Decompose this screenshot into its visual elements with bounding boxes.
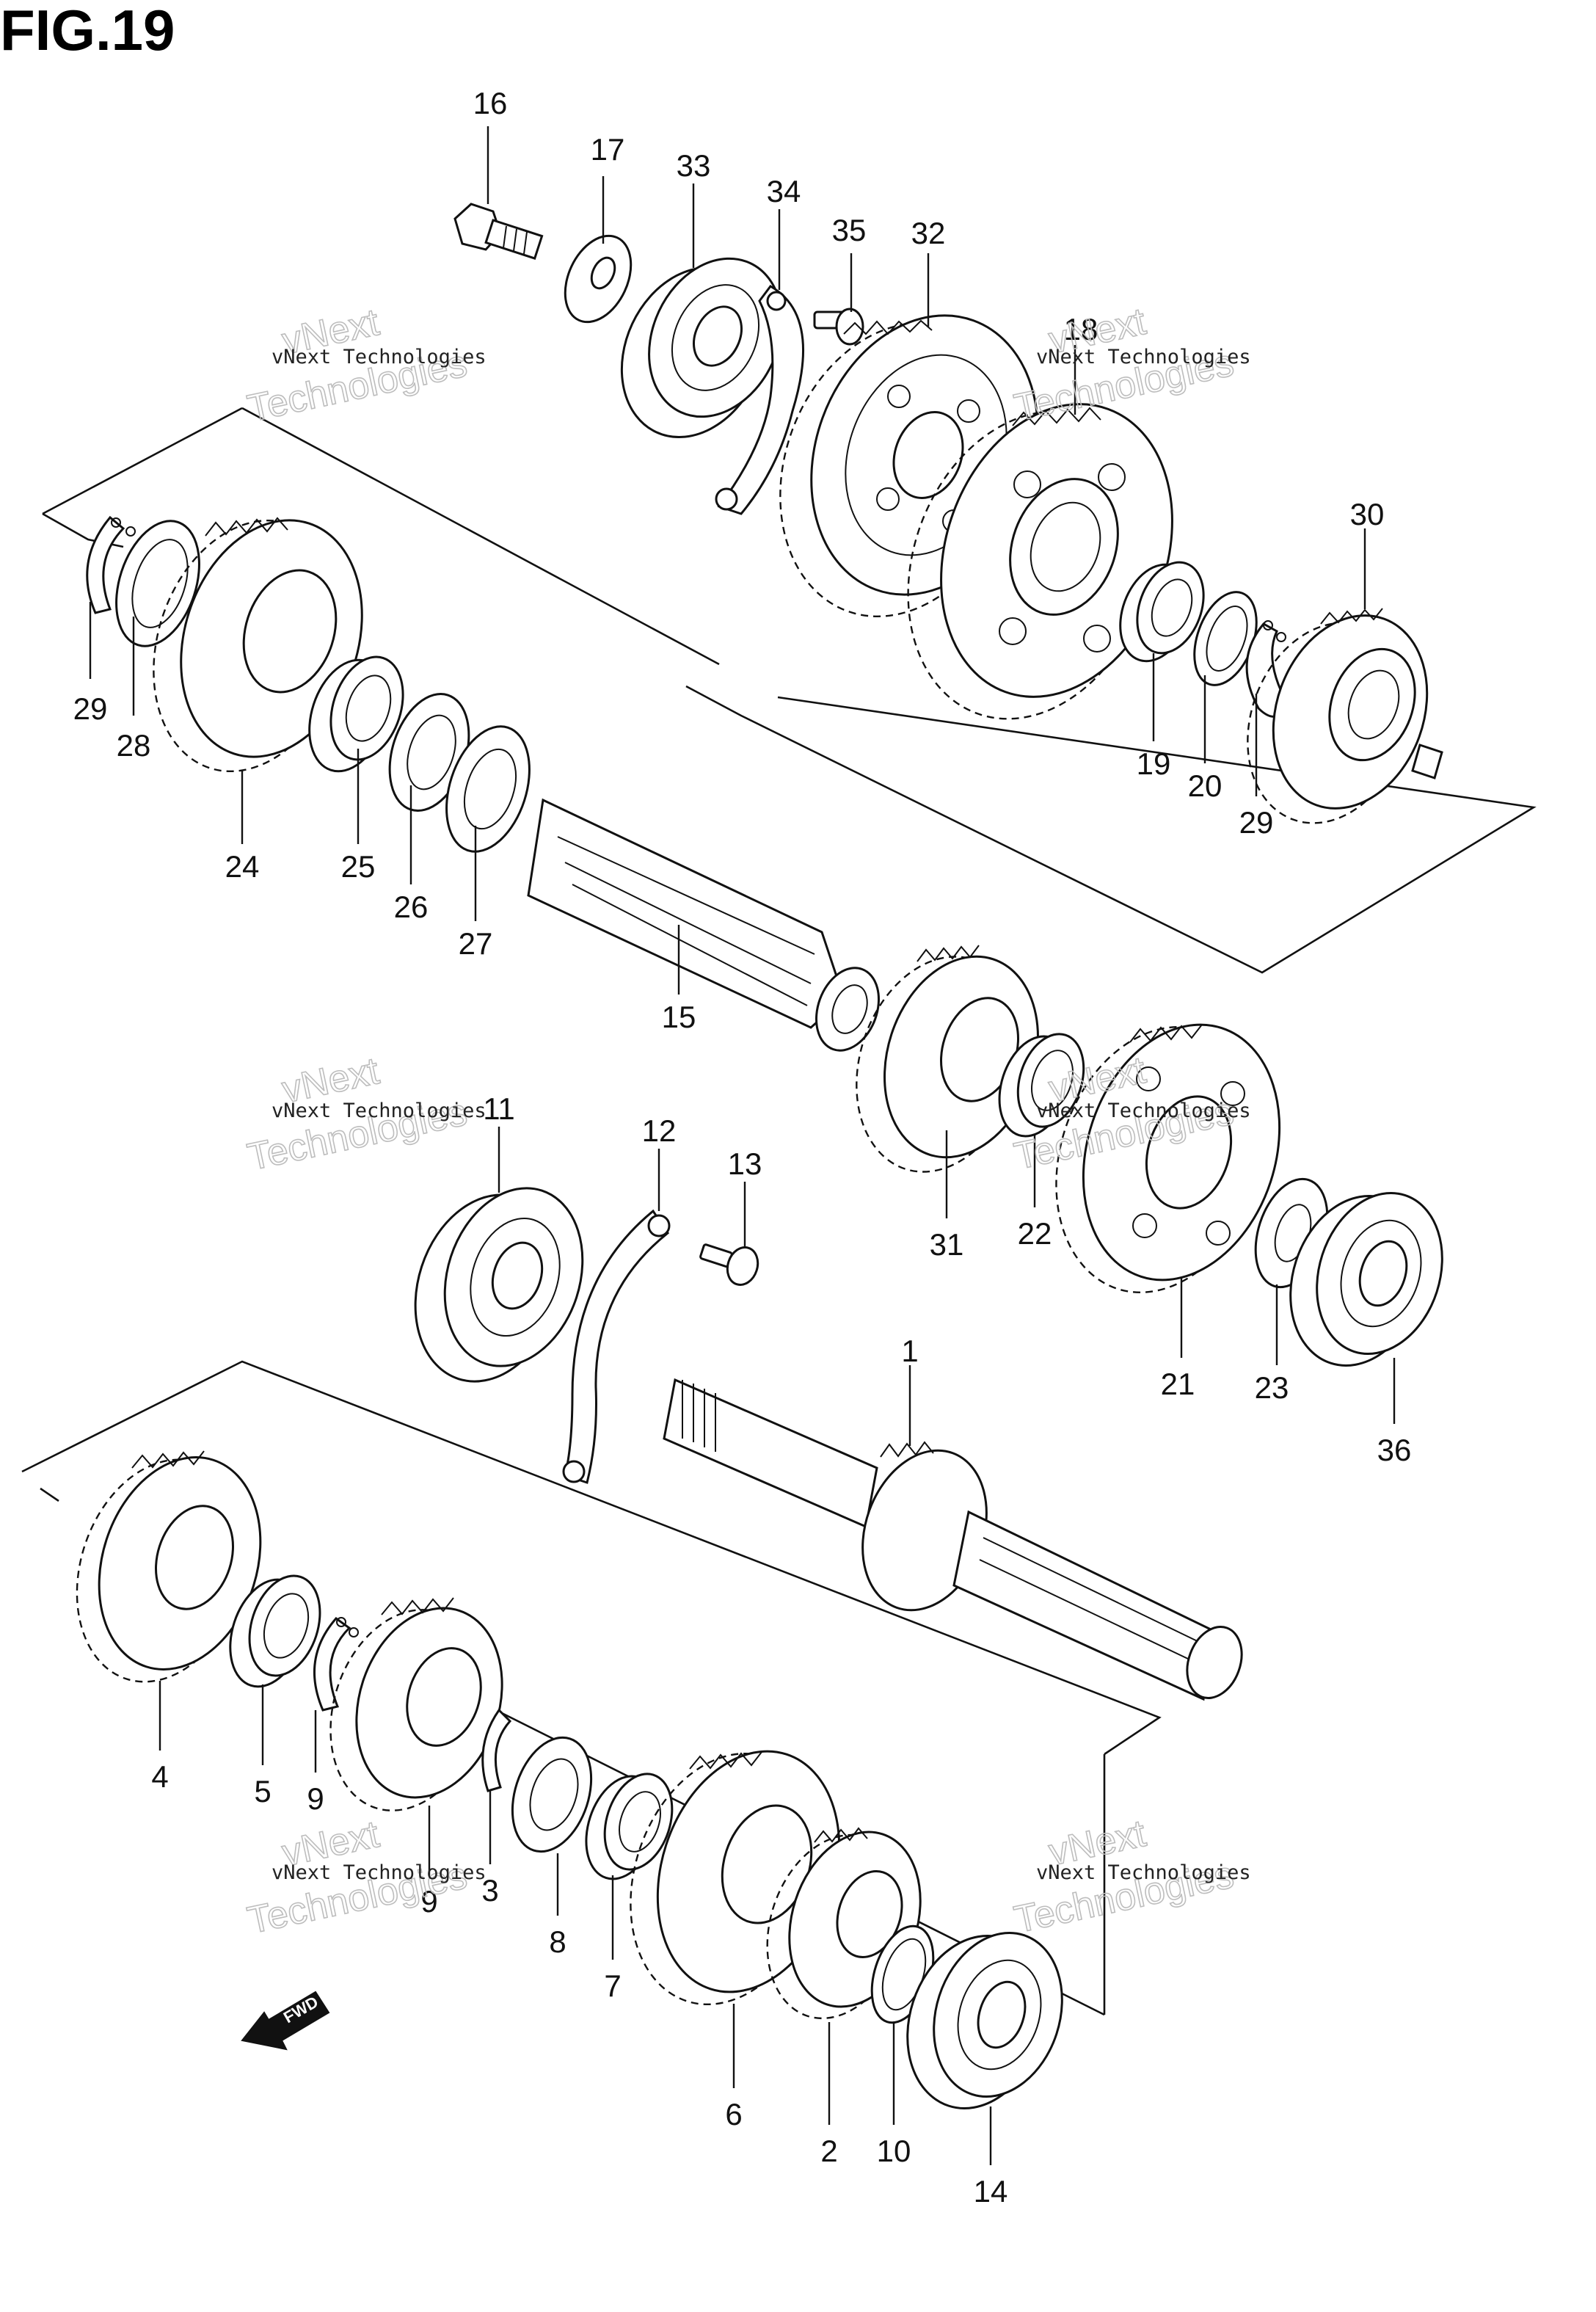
callout-29-right: 29 — [1239, 805, 1274, 840]
washer-28 — [115, 520, 200, 647]
bushing-7 — [585, 1773, 674, 1880]
callout-6: 6 — [725, 2097, 742, 2131]
callout-25: 25 — [341, 849, 376, 884]
callout-1: 1 — [901, 1334, 918, 1368]
callout-22: 22 — [1018, 1216, 1052, 1251]
bushing-22 — [998, 1033, 1085, 1138]
leader-lines — [89, 126, 1396, 2165]
callout-3: 3 — [481, 1873, 498, 1908]
bearing-stopper-12 — [562, 1209, 671, 1484]
callout-20: 20 — [1188, 768, 1222, 803]
bearing-33 — [620, 257, 783, 438]
callout-18: 18 — [1064, 312, 1098, 346]
mainshaft-group-frame — [21, 1360, 1162, 2016]
callout-2: 2 — [820, 2134, 837, 2168]
bushing-25 — [308, 655, 404, 773]
bushing-19 — [1119, 561, 1205, 663]
gear-4 — [76, 1450, 262, 1683]
callout-36: 36 — [1377, 1433, 1412, 1467]
washer-17 — [564, 234, 633, 324]
callout-26: 26 — [394, 890, 429, 924]
callout-29-left: 29 — [73, 691, 108, 726]
watermark-small: vNext Technologies — [272, 1099, 487, 1122]
callout-8: 8 — [549, 1924, 566, 1959]
bearing-11 — [414, 1187, 584, 1383]
callout-16: 16 — [473, 86, 508, 120]
watermark-small: vNext Technologies — [272, 1861, 487, 1884]
callout-27: 27 — [459, 926, 493, 961]
bearing-36 — [1289, 1192, 1443, 1367]
callout-4: 4 — [151, 1759, 168, 1794]
countershaft-group-frame — [42, 407, 1537, 974]
callout-9-lower: 9 — [420, 1884, 437, 1919]
circlip-29-left — [86, 515, 136, 614]
callout-31: 31 — [930, 1227, 964, 1262]
callout-21: 21 — [1161, 1367, 1195, 1401]
callout-28: 28 — [117, 728, 151, 763]
callout-15: 15 — [662, 1000, 696, 1034]
callout-11: 11 — [483, 1091, 515, 1126]
circlip-9-upper — [313, 1616, 359, 1712]
washer-8 — [511, 1736, 593, 1853]
callout-17: 17 — [591, 132, 625, 167]
mainshaft-1 — [663, 1378, 1243, 1701]
watermark-small: vNext Technologies — [1036, 1099, 1251, 1122]
gear-21 — [1055, 1023, 1281, 1294]
callout-10: 10 — [877, 2134, 911, 2168]
callout-19: 19 — [1137, 746, 1171, 781]
gear-30 — [1247, 608, 1443, 824]
countershaft-15 — [527, 798, 881, 1052]
callout-34: 34 — [767, 174, 801, 208]
bolt-16 — [453, 203, 544, 260]
bearing-stopper-34 — [715, 285, 804, 515]
callout-12: 12 — [642, 1113, 677, 1148]
circlip-9-lower — [481, 1708, 512, 1792]
watermark-small: vNext Technologies — [272, 346, 487, 368]
callout-5: 5 — [254, 1774, 271, 1808]
callout-7: 7 — [604, 1969, 621, 2003]
callout-13: 13 — [728, 1146, 762, 1181]
washer-27 — [445, 725, 531, 853]
callout-24: 24 — [225, 849, 260, 884]
watermark-small: vNext Technologies — [1036, 346, 1251, 368]
callout-23: 23 — [1255, 1370, 1289, 1405]
fwd-arrow: FWD — [241, 1991, 330, 2051]
watermark-small: vNext Technologies — [1036, 1861, 1251, 1884]
screw-13 — [699, 1243, 759, 1286]
bearing-14 — [906, 1932, 1063, 2109]
callout-30: 30 — [1350, 497, 1385, 531]
callout-33: 33 — [677, 148, 711, 183]
figure-title: FIG.19 — [0, 0, 175, 62]
bushing-5 — [229, 1574, 321, 1688]
screw-35 — [813, 308, 864, 346]
callout-14: 14 — [974, 2174, 1008, 2209]
callout-32: 32 — [911, 216, 946, 250]
callout-35: 35 — [832, 213, 867, 247]
callout-9-upper: 9 — [307, 1781, 324, 1816]
